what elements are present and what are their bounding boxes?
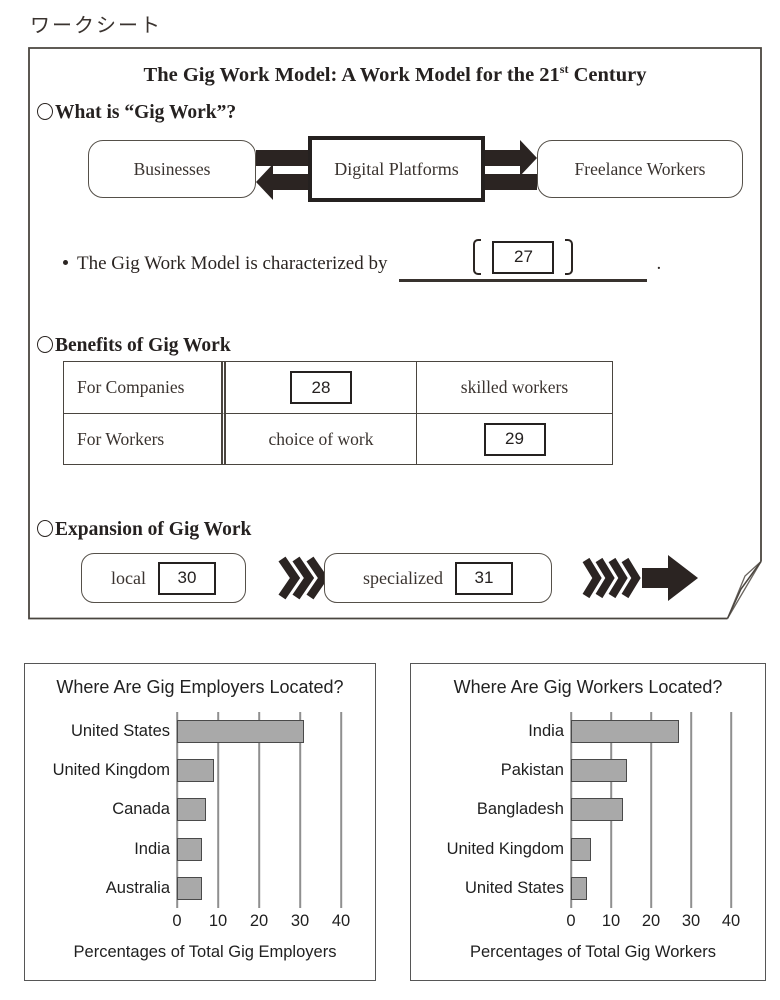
characterized-text: The Gig Work Model is characterized by bbox=[77, 253, 388, 274]
expansion-flow: local 30 specialized 31 bbox=[81, 552, 706, 604]
bar-row: United Kingdom bbox=[25, 751, 375, 790]
x-axis-label: Percentages of Total Gig Workers bbox=[469, 943, 717, 961]
bar-row: India bbox=[25, 830, 375, 869]
worksheet-title: The Gig Work Model: A Work Model for the… bbox=[28, 62, 762, 87]
bar-row: Pakistan bbox=[411, 751, 765, 790]
table-cell-choice-of-work: choice of work bbox=[221, 413, 416, 464]
chart-plot-area: India Pakistan Bangladesh United Kingdom… bbox=[411, 712, 765, 908]
bar-united-states bbox=[177, 720, 305, 744]
digital-platforms-node: Digital Platforms bbox=[308, 136, 485, 202]
bullet-icon bbox=[63, 260, 68, 265]
benefits-table: For Companies 28 skilled workers For Wor… bbox=[63, 361, 613, 465]
answer-box-31: 31 bbox=[454, 561, 513, 595]
circle-marker-icon bbox=[37, 336, 53, 353]
category-label: United Kingdom bbox=[52, 761, 170, 780]
bar-row: Canada bbox=[25, 790, 375, 829]
category-label: Bangladesh bbox=[476, 800, 564, 819]
circle-marker-icon bbox=[37, 103, 53, 120]
bar-united-kingdom bbox=[571, 837, 591, 861]
x-axis-ticks: 0 10 20 30 40 bbox=[172, 912, 351, 930]
page-heading: ワークシート bbox=[30, 15, 162, 37]
title-tail: Century bbox=[568, 63, 647, 86]
bar-row: India bbox=[411, 712, 765, 751]
bar-row: Australia bbox=[25, 869, 375, 908]
arrow-right-icon bbox=[520, 140, 537, 176]
gig-work-diagram: Businesses Digital Platforms Freelance W… bbox=[88, 131, 743, 207]
chevron-arrow-icon bbox=[582, 555, 698, 601]
category-label: Canada bbox=[112, 800, 170, 819]
bar-india bbox=[571, 720, 679, 744]
businesses-node: Businesses bbox=[88, 140, 256, 198]
answer-box-30: 30 bbox=[157, 561, 216, 595]
table-cell-for-workers: For Workers bbox=[64, 413, 221, 464]
answer-blank-27: 27 bbox=[399, 239, 648, 282]
table-cell-answer-29: 29 bbox=[416, 413, 612, 464]
category-label: India bbox=[528, 722, 564, 741]
exchange-arrows-right bbox=[485, 131, 537, 207]
bar-australia bbox=[177, 876, 202, 900]
category-label: India bbox=[134, 839, 170, 858]
category-label: United States bbox=[70, 722, 170, 741]
characterized-line: The Gig Work Model is characterized by 2… bbox=[63, 239, 661, 282]
exchange-arrows-left bbox=[256, 131, 308, 207]
flow-bar-right-icon bbox=[256, 150, 308, 166]
bar-bangladesh bbox=[571, 798, 623, 822]
section-heading-expansion: Expansion of Gig Work bbox=[37, 519, 251, 541]
bar-row: United States bbox=[25, 712, 375, 751]
chart-title: Where Are Gig Workers Located? bbox=[453, 677, 723, 697]
chart-title: Where Are Gig Employers Located? bbox=[56, 677, 344, 697]
answer-box-28: 28 bbox=[290, 371, 352, 404]
category-label: United States bbox=[464, 878, 564, 897]
freelance-workers-node: Freelance Workers bbox=[537, 140, 743, 198]
chart-plot-area: United States United Kingdom Canada Indi… bbox=[25, 712, 375, 908]
chart-gig-workers: Where Are Gig Workers Located? India Pak… bbox=[410, 663, 766, 981]
stage-specialized: specialized 31 bbox=[324, 553, 552, 603]
category-label: Pakistan bbox=[500, 761, 564, 780]
category-label: United Kingdom bbox=[446, 839, 564, 858]
bar-row: Bangladesh bbox=[411, 790, 765, 829]
chart-gig-employers: Where Are Gig Employers Located? United … bbox=[24, 663, 376, 981]
arrow-left-icon bbox=[256, 164, 273, 200]
answer-box-29: 29 bbox=[483, 422, 546, 456]
bar-row: United States bbox=[411, 869, 765, 908]
solid-arrow-right-icon bbox=[642, 555, 698, 601]
arrow-left-shaft bbox=[273, 174, 308, 190]
bar-united-kingdom bbox=[177, 759, 214, 783]
bracket-left-icon bbox=[473, 239, 482, 275]
table-cell-answer-28: 28 bbox=[221, 362, 416, 413]
bar-pakistan bbox=[571, 759, 627, 783]
title-superscript: st bbox=[559, 62, 569, 76]
worksheet-panel: The Gig Work Model: A Work Model for the… bbox=[28, 47, 762, 620]
flow-bar-left-icon bbox=[485, 174, 537, 190]
x-axis-label: Percentages of Total Gig Employers bbox=[73, 943, 337, 961]
bar-india bbox=[177, 837, 202, 861]
bar-canada bbox=[177, 798, 206, 822]
stage-local: local 30 bbox=[81, 553, 246, 603]
title-text: The Gig Work Model: A Work Model for the… bbox=[143, 63, 560, 86]
table-cell-skilled-workers: skilled workers bbox=[416, 362, 612, 413]
bar-united-states bbox=[571, 876, 587, 900]
triple-chevron-icon bbox=[278, 556, 324, 600]
x-axis-ticks: 0 10 20 30 40 bbox=[566, 912, 741, 930]
bar-row: United Kingdom bbox=[411, 830, 765, 869]
sentence-period: . bbox=[656, 253, 662, 274]
arrow-right-shaft bbox=[485, 150, 520, 166]
circle-marker-icon bbox=[37, 520, 53, 537]
section-heading-what-is: What is “Gig Work”? bbox=[37, 102, 236, 124]
section-heading-benefits: Benefits of Gig Work bbox=[37, 335, 231, 357]
bracket-right-icon bbox=[565, 239, 574, 275]
table-cell-for-companies: For Companies bbox=[77, 377, 185, 397]
answer-box-27: 27 bbox=[492, 240, 555, 274]
category-label: Australia bbox=[105, 878, 170, 897]
